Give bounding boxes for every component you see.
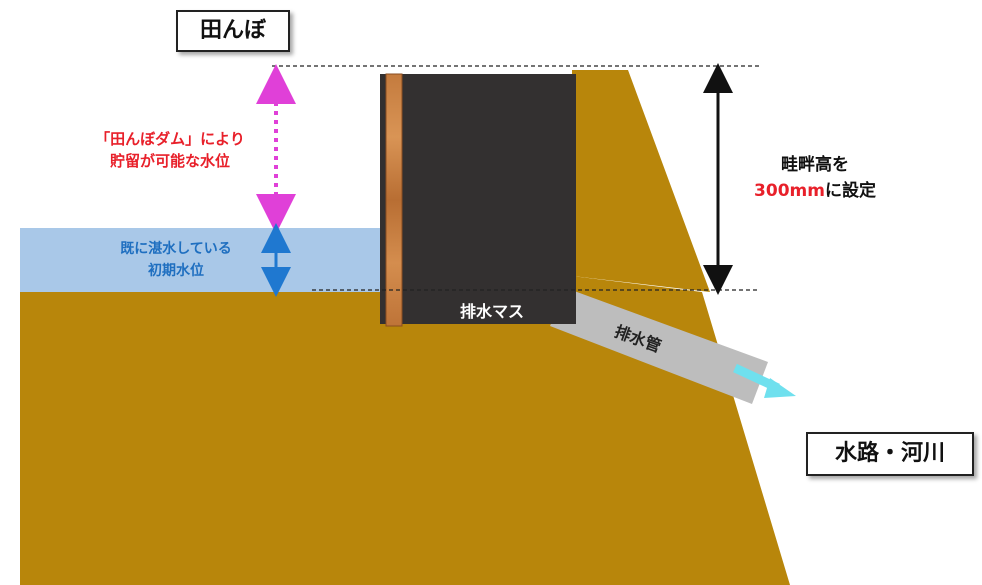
initial-water-note: 既に湛水している 初期水位 (86, 238, 266, 282)
drain-pipe (550, 288, 768, 404)
dam-note-line2: 貯留が可能な水位 (109, 152, 230, 170)
drain-box (380, 74, 576, 324)
levee-note-suffix: に設定 (824, 181, 876, 201)
weir-board (385, 73, 403, 327)
levee-note-line1: 畦畔高を (781, 155, 849, 175)
soil-ground (20, 276, 790, 585)
initial-note-line2: 初期水位 (148, 263, 204, 279)
paddy-label: 田んぼ (176, 10, 290, 52)
flow-arrow-head (764, 378, 796, 398)
drain-box-label: 排水マス (460, 302, 525, 321)
levee-height-note: 畦畔高を 300mmに設定 (730, 152, 900, 204)
initial-note-line1: 既に湛水している (120, 241, 232, 257)
waterway-label: 水路・河川 (806, 432, 974, 476)
levee-note-line2: 300mmに設定 (730, 178, 900, 204)
initial-water (20, 228, 380, 292)
levee-bank (512, 70, 710, 292)
levee-height-value: 300mm (754, 181, 825, 201)
dam-note-line1: 「田んぼダム」により (95, 130, 245, 148)
dam-storage-note: 「田んぼダム」により 貯留が可能な水位 (70, 128, 270, 172)
